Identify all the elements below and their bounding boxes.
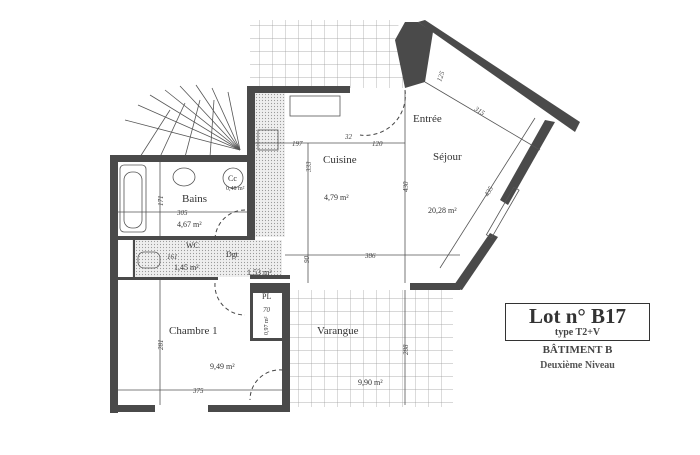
area-cc: 0,48 m² xyxy=(226,186,245,192)
room-label-chambre: Chambre 1 xyxy=(169,325,218,337)
upper-balcony-tiles xyxy=(250,20,410,88)
door-chambre xyxy=(214,282,246,316)
building-label: BÂTIMENT B xyxy=(542,344,613,356)
area-dgt: 1,53 m² xyxy=(247,268,272,277)
area-bains: 4,67 m² xyxy=(177,220,202,229)
staircase xyxy=(124,84,241,158)
washbasin xyxy=(172,167,196,187)
room-label-entree: Entrée xyxy=(413,113,442,125)
walls xyxy=(110,20,580,413)
varangue-tiles xyxy=(290,290,453,407)
bathtub xyxy=(119,164,147,233)
door-entree xyxy=(359,89,406,136)
dim-281: 281 xyxy=(157,340,165,351)
door-chambre-varangue xyxy=(249,369,284,401)
room-label-dgt: Dgt xyxy=(226,250,239,259)
sejour-window xyxy=(485,186,520,239)
toilet xyxy=(137,251,161,269)
dimension-lines xyxy=(118,81,541,405)
dim-288: 288 xyxy=(402,344,410,355)
area-chambre: 9,49 m² xyxy=(210,362,235,371)
lot-legend: Lot n° B17 type T2+V BÂTIMENT B Deuxième… xyxy=(505,303,650,371)
wc-floor xyxy=(132,240,207,277)
kitchen-counter xyxy=(255,92,285,237)
dim-32: 32 xyxy=(344,133,353,141)
level-label: Deuxième Niveau xyxy=(540,360,615,371)
room-label-cuisine: Cuisine xyxy=(323,154,357,166)
area-sejour: 20,28 m² xyxy=(428,206,457,215)
room-label-varangue: Varangue xyxy=(317,325,359,337)
dim-197: 197 xyxy=(292,140,303,148)
dim-120: 120 xyxy=(372,140,383,148)
area-cuisine: 4,79 m² xyxy=(324,193,349,202)
dim-90: 90 xyxy=(303,256,311,264)
dimension-labels: 305 171 197 32 120 333 430 315 435 125 3… xyxy=(157,70,495,395)
dim-315: 315 xyxy=(472,104,486,117)
water-heater xyxy=(222,167,244,189)
bathtub-inner xyxy=(123,171,143,229)
lot-box: Lot n° B17 type T2+V xyxy=(505,303,650,341)
dim-375: 375 xyxy=(192,387,204,395)
dim-125: 125 xyxy=(435,70,446,83)
dim-305: 305 xyxy=(176,209,188,217)
room-label-pl: PL xyxy=(262,292,271,301)
lot-number: Lot n° B17 xyxy=(528,304,627,328)
dim-430: 430 xyxy=(402,181,410,192)
room-label-wc: WC xyxy=(186,241,199,250)
dim-386: 386 xyxy=(364,252,376,260)
area-varangue: 9,90 m² xyxy=(358,378,383,387)
room-label-sejour: Séjour xyxy=(433,151,462,163)
area-pl: 0,97 m² xyxy=(264,316,270,335)
dim-333: 333 xyxy=(305,161,313,173)
dgt-floor xyxy=(207,240,282,277)
dim-161: 161 xyxy=(167,253,178,261)
cooktop xyxy=(257,129,279,151)
door-bains xyxy=(214,209,246,241)
dim-70: 70 xyxy=(263,306,271,314)
lot-type: type T2+V xyxy=(554,327,601,338)
room-label-bains: Bains xyxy=(182,193,207,205)
dim-435: 435 xyxy=(483,184,495,198)
sink xyxy=(289,95,341,117)
room-label-cc: Cc xyxy=(228,174,237,183)
area-wc: 1,45 m² xyxy=(174,263,199,272)
dim-171: 171 xyxy=(157,196,165,207)
